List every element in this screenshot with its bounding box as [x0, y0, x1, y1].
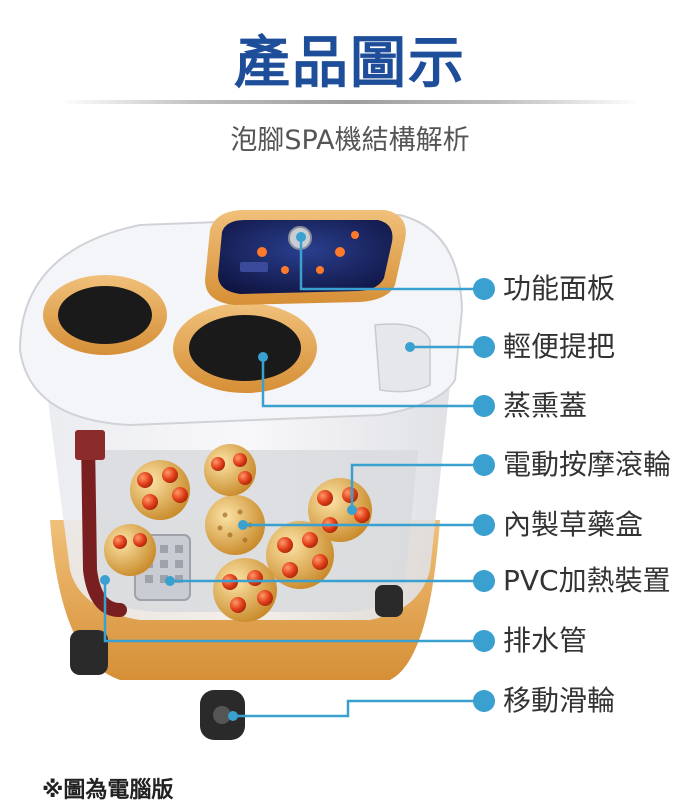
page-subtitle: 泡腳SPA機結構解析	[230, 125, 470, 156]
callout-label-control-panel: 功能面板	[503, 272, 616, 305]
callout-label-casters: 移動滑輪	[503, 684, 616, 717]
callout-label-handle: 輕便提把	[503, 330, 616, 363]
page-title: 產品圖示	[234, 31, 466, 96]
footer-note: ※圖為電腦版	[42, 778, 174, 803]
carry-handle	[374, 323, 431, 393]
callout-label-rollers: 電動按摩滾輪	[503, 448, 672, 481]
herbal-box	[205, 495, 265, 555]
callout-label-drain-pipe: 排水管	[503, 624, 588, 657]
callout-label-pvc-heater: PVC加熱裝置	[503, 564, 671, 597]
callout-label-steam-lid: 蒸熏蓋	[503, 389, 588, 422]
callout-label-herbal-box: 內製草藥盒	[503, 508, 644, 541]
foot-spa-illustration	[18, 210, 464, 740]
title-divider	[60, 100, 640, 104]
